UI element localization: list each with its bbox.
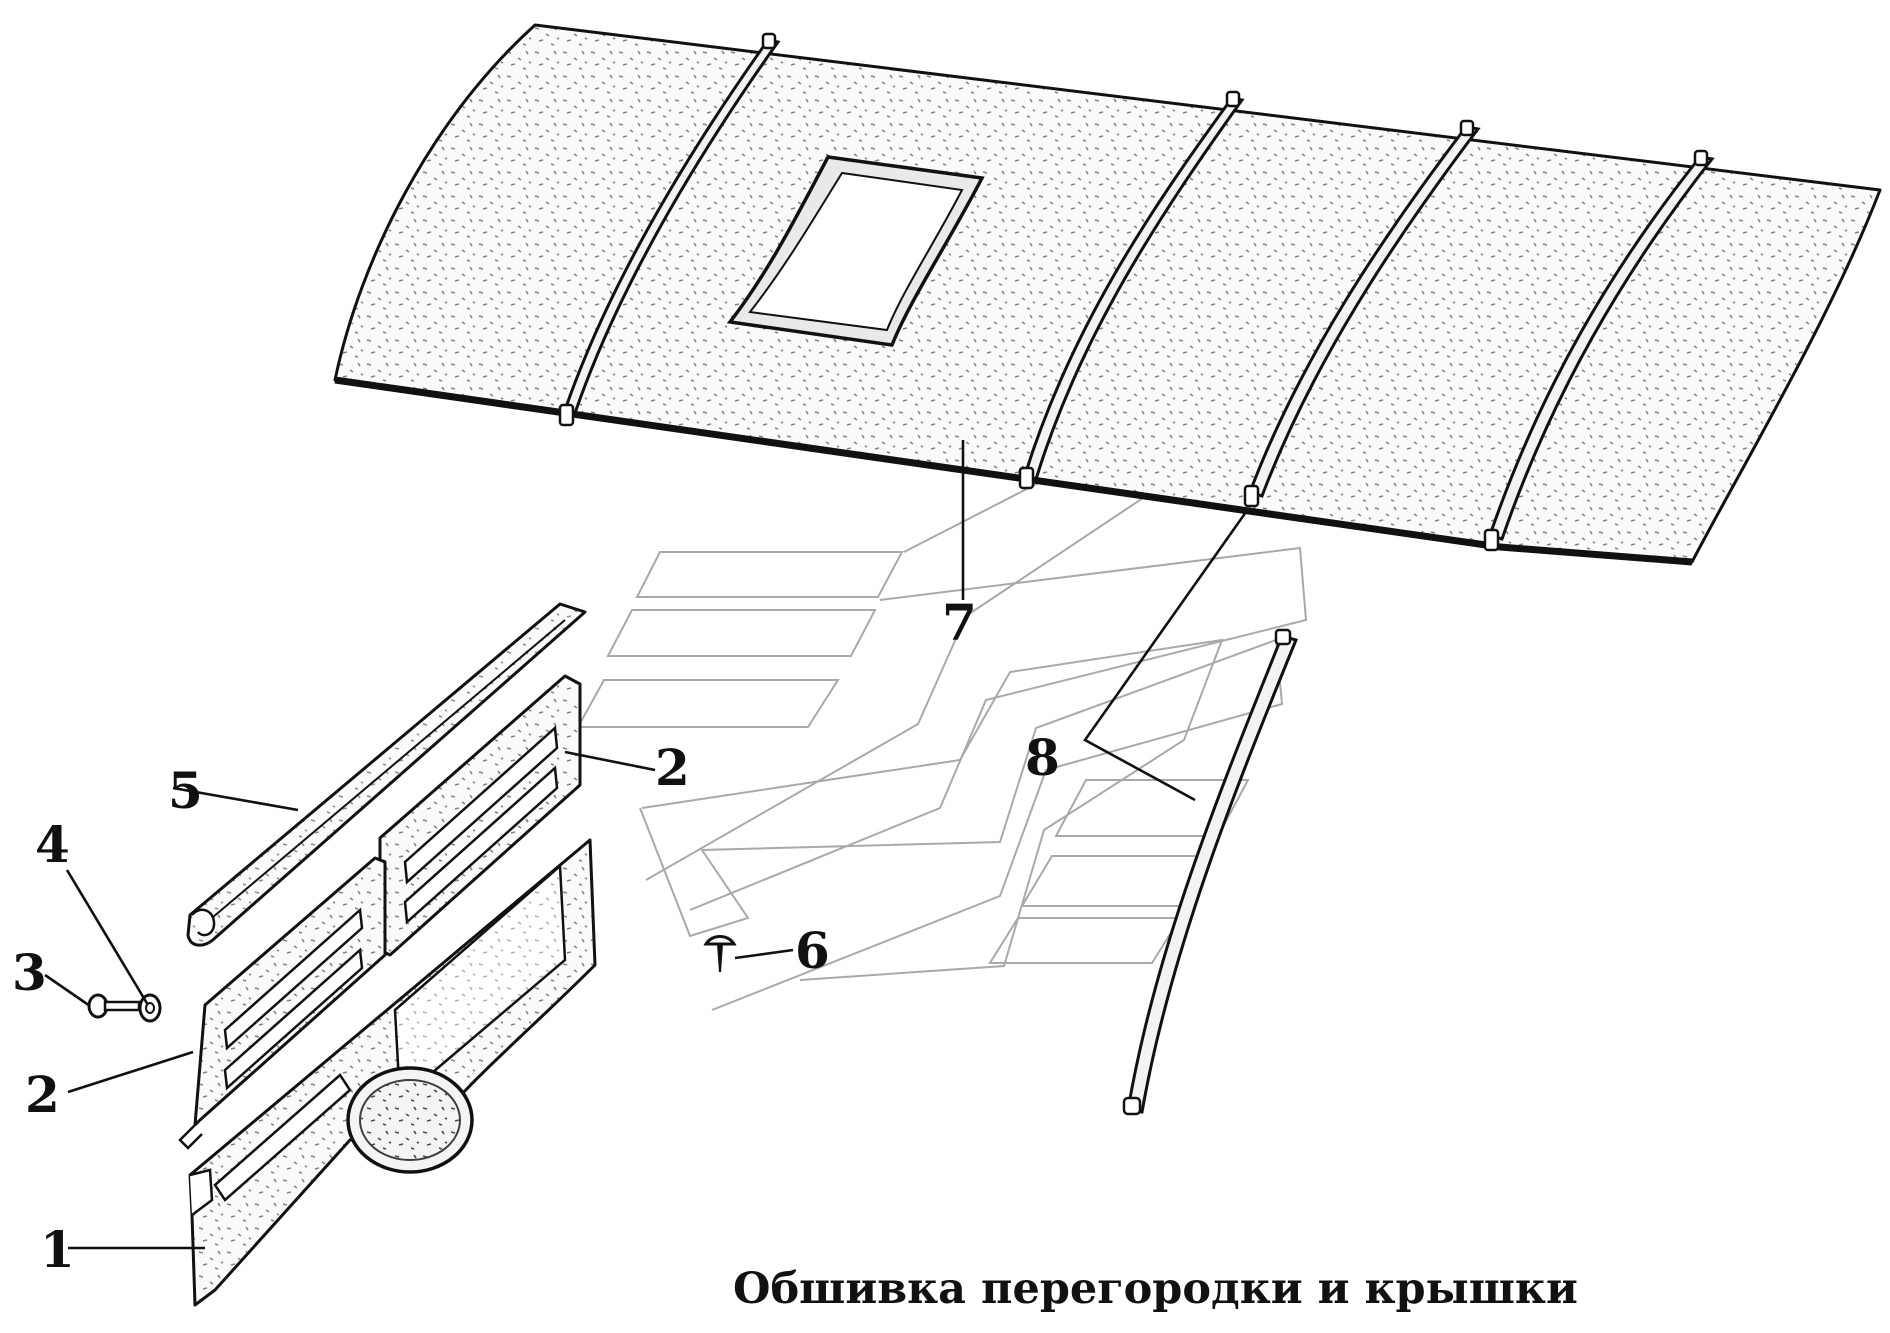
- callout-2-lower: 2: [25, 1065, 60, 1124]
- callout-1: 1: [40, 1220, 75, 1279]
- callout-6: 6: [795, 921, 830, 980]
- bolt-part-3: [87, 993, 141, 1019]
- side-panel-part-2-lower: [178, 856, 387, 1150]
- callout-2-upper: 2: [655, 738, 690, 797]
- seal-strip-part-5: [186, 602, 587, 947]
- diagram-caption: Обшивка перегородки и крышки: [733, 1264, 1578, 1314]
- roof-ribs-part-8: [558, 32, 1715, 552]
- callout-3: 3: [12, 943, 47, 1002]
- callout-8: 8: [1025, 728, 1060, 787]
- callout-7: 7: [942, 593, 977, 652]
- loose-rib-part-8: [1122, 628, 1299, 1116]
- callout-5: 5: [168, 761, 203, 820]
- leader-lines: [44, 440, 1248, 1250]
- partition-panel-part-1: [188, 838, 597, 1307]
- callout-4: 4: [35, 815, 70, 874]
- screw-part-6: [703, 935, 737, 973]
- grille-panel-part-2-upper: [378, 674, 582, 957]
